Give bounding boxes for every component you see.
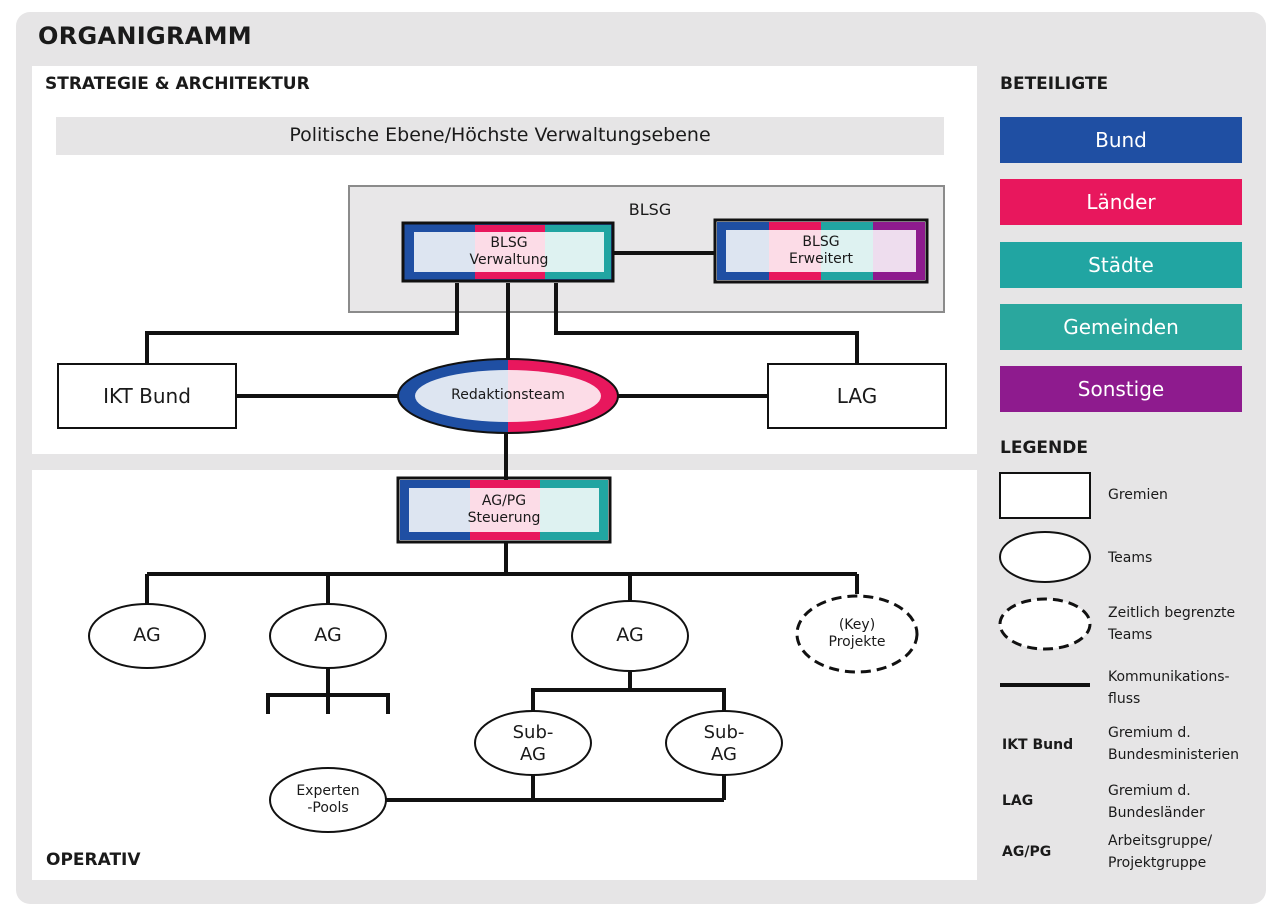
redaktionsteam-label: Redaktionsteam: [451, 387, 565, 404]
legend-gremien-label: Gremien: [1108, 487, 1168, 503]
legend-zeitlich-symbol: [998, 597, 1092, 651]
legend-desc-agpg: Arbeitsgruppe/ Projektgruppe: [1108, 833, 1213, 871]
legende-title: LEGENDE: [1000, 438, 1088, 458]
legend-teams-symbol: [999, 531, 1091, 583]
key-projekte-ellipse: [795, 594, 919, 674]
legend-kommunikation-label: Kommunikations- fluss: [1108, 669, 1230, 707]
sub-ag-label-2: Sub- AG: [703, 721, 745, 766]
ag-ellipse-2: [269, 603, 387, 669]
lag-box: [767, 363, 947, 429]
participant-gemeinden: Gemeinden: [1000, 304, 1242, 350]
section-label-operativ: OPERATIV: [46, 850, 141, 870]
lag-label: LAG: [836, 383, 878, 408]
ikt-bund-box: [57, 363, 237, 429]
legend-abbr-ikt-bund: IKT Bund: [1002, 737, 1074, 753]
blsg-verwaltung-label: BLSG Verwaltung: [469, 234, 549, 269]
agpg-steuerung-box: [396, 476, 612, 544]
legend-gremien-symbol: [999, 472, 1091, 519]
beteiligte-title: BETEILIGTE: [1000, 74, 1109, 94]
participant-sonstige: Sonstige: [1000, 366, 1242, 412]
blsg-verwaltung-box: [401, 221, 615, 283]
participant-laender: Länder: [1000, 179, 1242, 225]
sub-ag-label-1: Sub- AG: [512, 721, 554, 766]
section-label-strategie: STRATEGIE & ARCHITEKTUR: [45, 74, 310, 94]
key-projekte-label: (Key) Projekte: [828, 616, 886, 651]
agpg-steuerung-label: AG/PG Steuerung: [467, 492, 541, 527]
political-level-label: Politische Ebene/Höchste Verwaltungseben…: [289, 124, 711, 147]
ag-label-2: AG: [314, 624, 342, 647]
blsg-erweitert-label: BLSG Erweitert: [789, 233, 853, 268]
ag-ellipse-3: [571, 600, 689, 672]
political-level-bar: [56, 117, 944, 155]
experten-pools-ellipse: [269, 767, 387, 833]
blsg-label: BLSG: [628, 200, 672, 219]
ag-label-3: AG: [616, 624, 644, 647]
experten-pools-label: Experten -Pools: [296, 782, 360, 817]
legend-teams-label: Teams: [1108, 550, 1153, 566]
participant-bund: Bund: [1000, 117, 1242, 163]
legend-abbr-agpg: AG/PG: [1002, 844, 1052, 860]
legend-desc-ikt-bund: Gremium d. Bundesministerien: [1108, 725, 1239, 763]
ag-ellipse-1: [88, 603, 206, 669]
legend-abbr-lag: LAG: [1002, 793, 1034, 809]
legend-desc-lag: Gremium d. Bundesländer: [1108, 783, 1205, 821]
sub-ag-ellipse-2: [665, 710, 783, 776]
ikt-bund-label: IKT Bund: [103, 383, 191, 408]
sub-ag-ellipse-1: [474, 710, 592, 776]
participant-staedte: Städte: [1000, 242, 1242, 288]
ag-label-1: AG: [133, 624, 161, 647]
legend-zeitlich-label: Zeitlich begrenzte Teams: [1108, 605, 1236, 643]
page-title: ORGANIGRAMM: [38, 22, 252, 50]
communication-lines: [145, 251, 859, 802]
blsg-erweitert-box: [713, 218, 929, 284]
